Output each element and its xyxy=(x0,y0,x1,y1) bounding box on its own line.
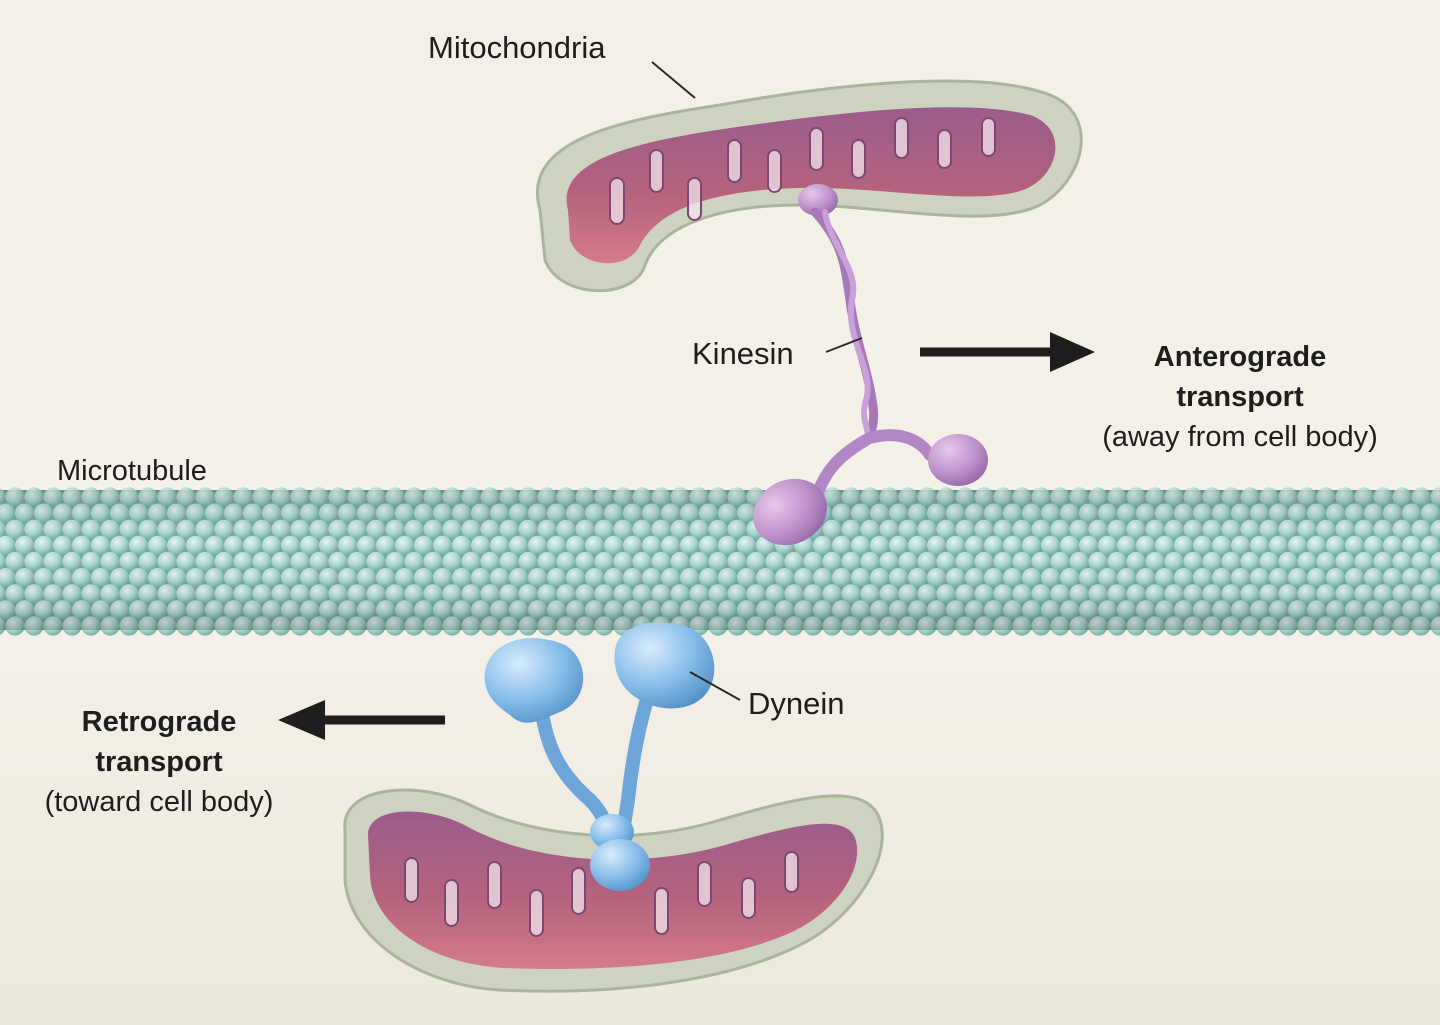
leader-lines xyxy=(651,61,863,701)
dynein-leader-line xyxy=(689,671,741,701)
anterograde-subtitle: (away from cell body) xyxy=(1102,421,1378,454)
kinesin-motor-head-bound xyxy=(753,478,827,546)
dynein-label: Dynein xyxy=(748,686,845,721)
retrograde-title-line1: Retrograde xyxy=(81,706,237,738)
mitochondrion-bottom xyxy=(343,788,884,993)
dynein-head-left xyxy=(484,638,584,723)
retrograde-title-line2: transport xyxy=(95,746,223,779)
dynein-motor xyxy=(484,622,715,891)
mitochondrion-top-cristae xyxy=(609,117,996,225)
kinesin-neck-right xyxy=(864,429,936,461)
retrograde-arrow xyxy=(278,700,445,740)
microtubule xyxy=(0,487,1440,636)
kinesin-label: Kinesin xyxy=(692,336,794,371)
retrograde-subtitle: (toward cell body) xyxy=(44,786,274,819)
dynein-cargo-binding-domain-lower xyxy=(590,839,650,891)
mitochondria-label: Mitochondria xyxy=(428,30,606,65)
mitochondria-leader-line xyxy=(651,61,696,99)
kinesin-motor-head-free xyxy=(928,434,988,486)
dynein-head-right xyxy=(614,622,715,709)
anterograde-arrow xyxy=(920,332,1095,372)
anterograde-title-line1: Anterograde xyxy=(1153,341,1327,373)
kinesin-stalk-strand-b xyxy=(822,209,872,443)
kinesin-cargo-binding-domain xyxy=(798,184,838,216)
anterograde-title-line2: transport xyxy=(1176,381,1304,414)
kinesin-leader-line xyxy=(825,337,863,353)
mitochondrion-bottom-matrix xyxy=(368,811,858,970)
mitochondrion-bottom-cristae xyxy=(404,851,799,937)
anterograde-transport-label: Anterograde transport (away from cell bo… xyxy=(1060,337,1420,457)
microtubule-label: Microtubule xyxy=(57,455,207,487)
retrograde-transport-label: Retrograde transport (toward cell body) xyxy=(0,702,318,822)
microtubule-shading xyxy=(0,490,1440,630)
